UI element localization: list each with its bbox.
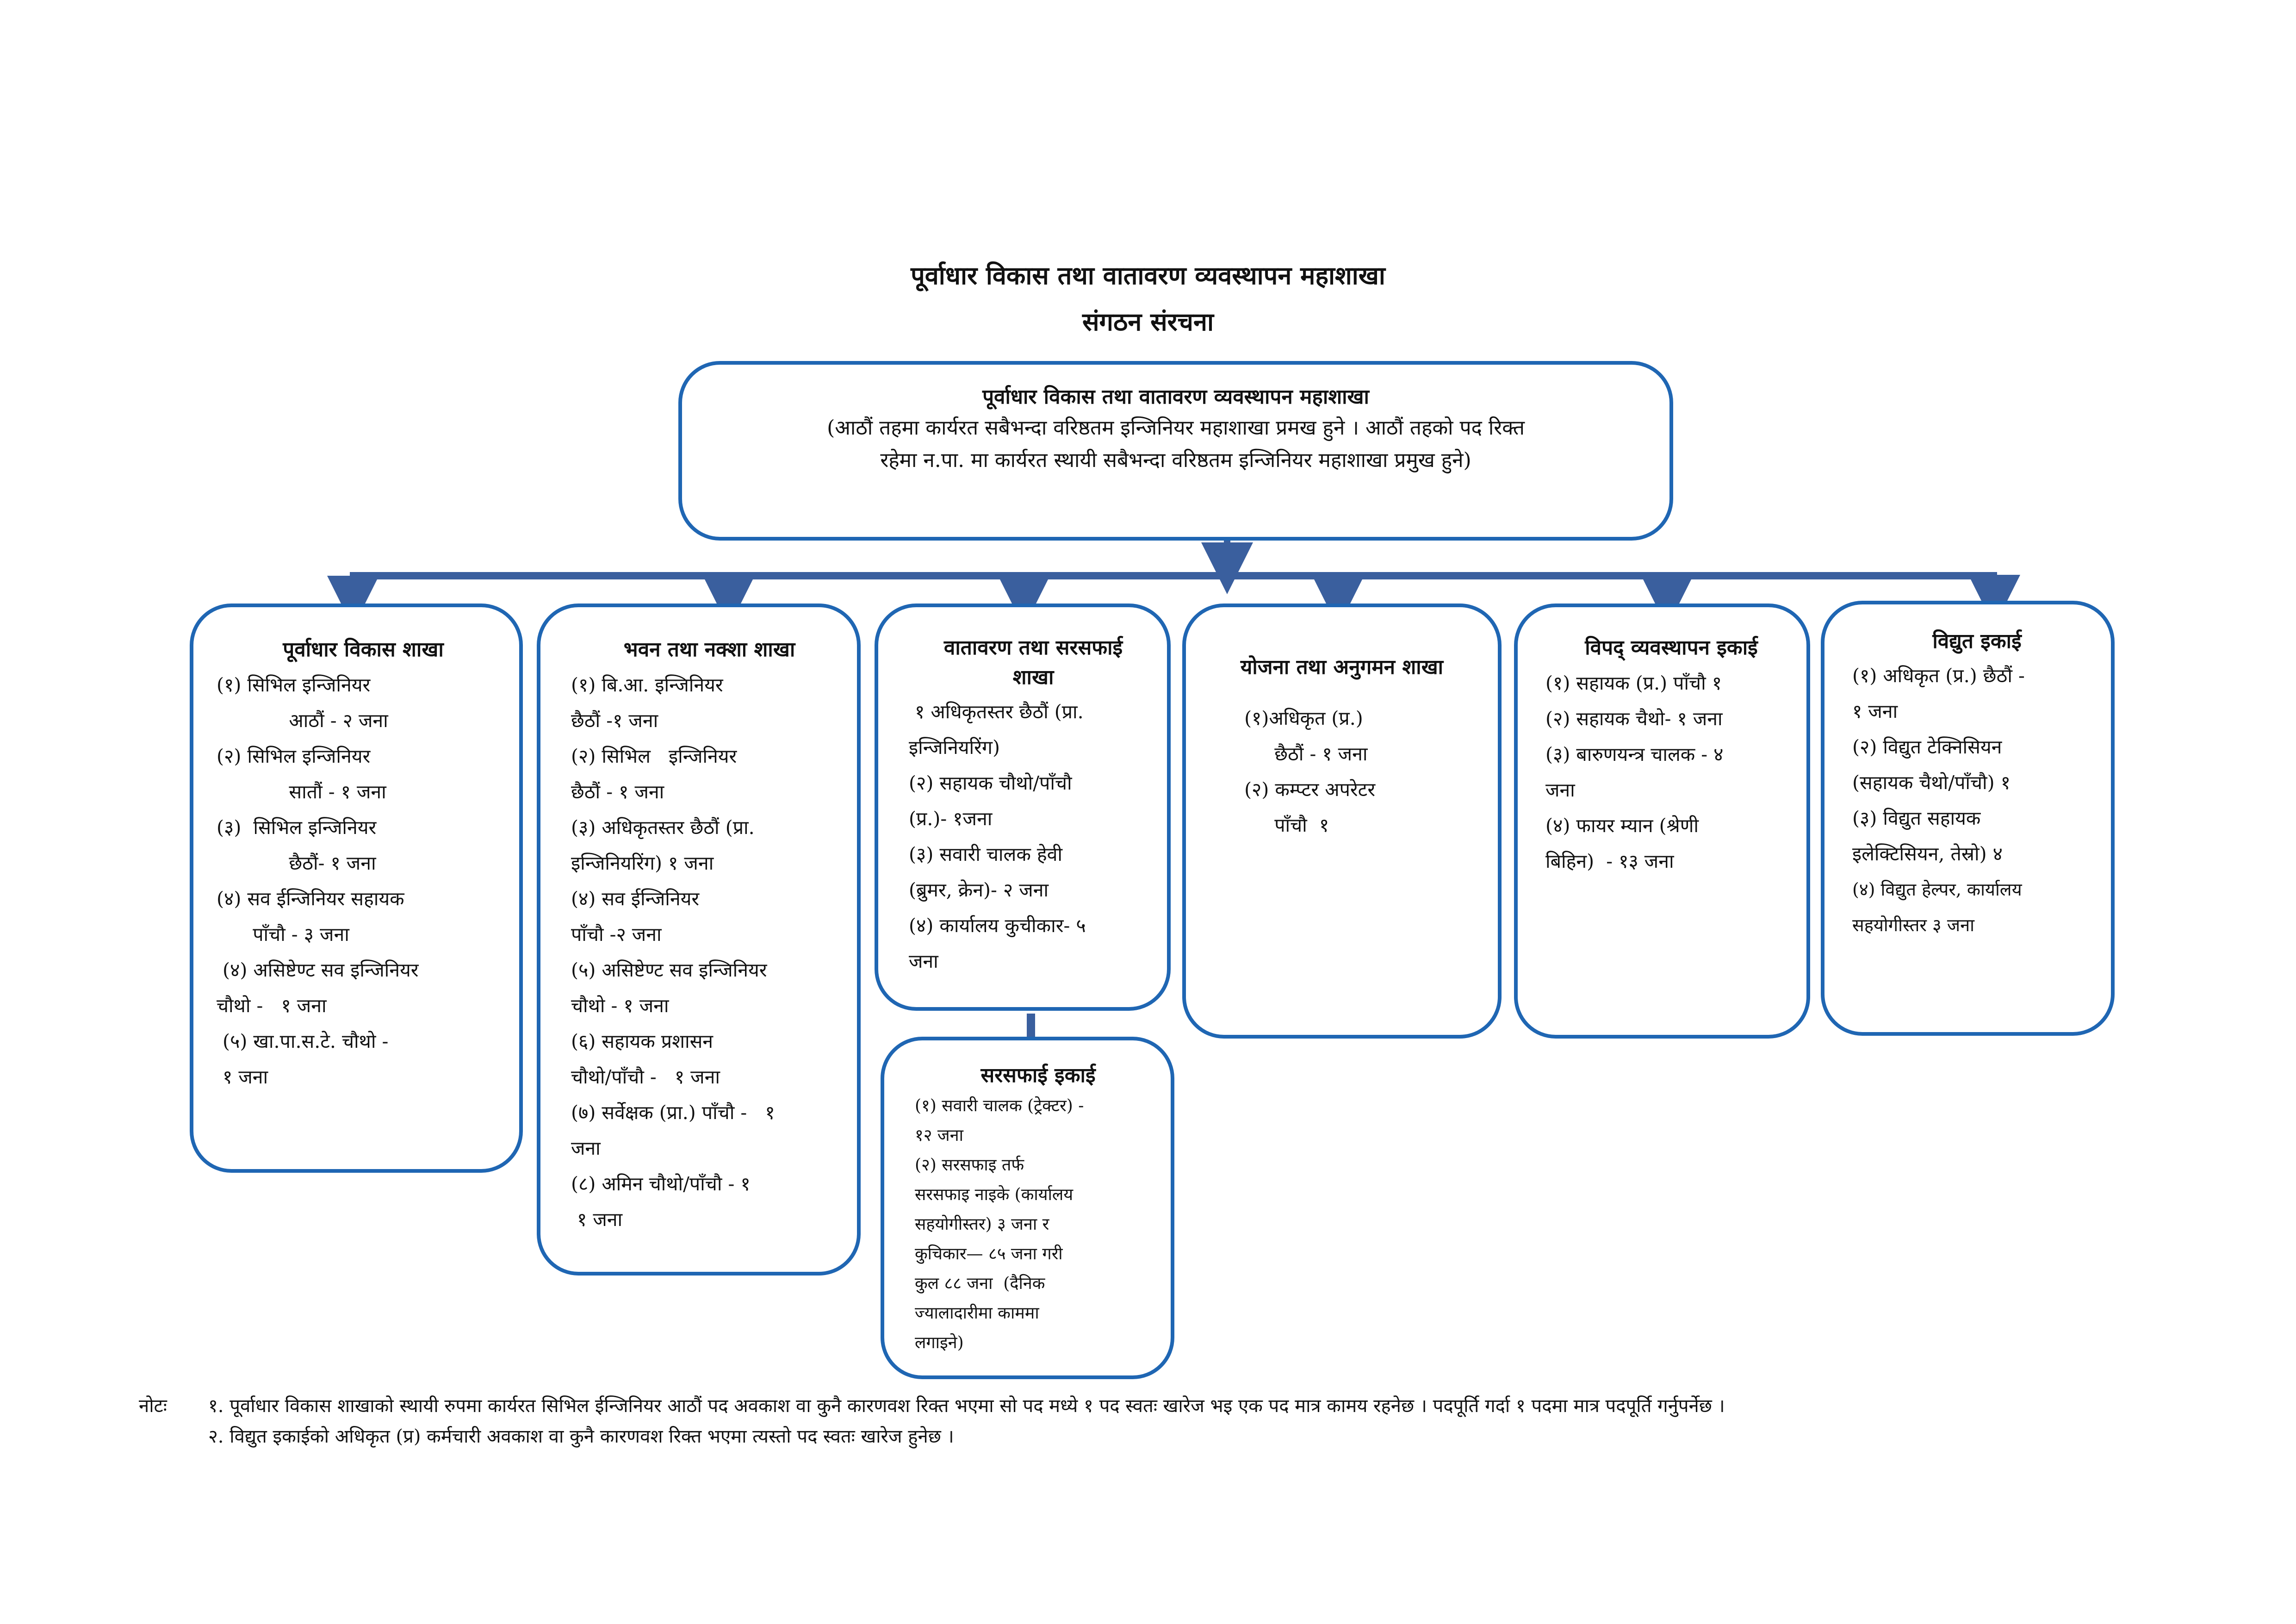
staff-line: पाँचौ - ३ जना [217,923,349,946]
staff-line: छैठौं - १ जना [1232,743,1368,765]
staff-line: (८) अमिन चौथो/पाँचौ - १ [571,1173,751,1195]
branch-box-disaster: विपद् व्यवस्थापन इकाई (१) सहायक (प्र.) प… [1514,604,1810,1039]
staff-line: चौथो - १ जना [217,995,327,1017]
staff-line: (१) सहायक (प्र.) पाँचौ १ [1545,672,1722,694]
staff-line: कुचिकार— ८५ जना गरी [915,1244,1063,1263]
staff-line: (१)अधिकृत (प्र.) [1232,707,1363,729]
staff-line: इन्जिनियरिंग) १ जना [571,852,714,874]
note-item-1: १. पूर्वाधार विकास शाखाको स्थायी रुपमा क… [208,1395,1725,1417]
staff-line: १ जना [1852,700,1898,722]
staff-line: (२) विद्युत टेक्निसियन [1852,736,2002,758]
note-item-2: २. विद्युत इकाईको अधिकृत (प्र) कर्मचारी … [208,1426,954,1447]
staff-line: (२) सहायक चैथो- १ जना [1545,708,1723,730]
staff-line: (१) सवारी चालक (ट्रेक्टर) - [915,1096,1084,1115]
staff-line: जना [909,950,938,972]
staff-line: १ जना [217,1066,268,1088]
top-box-desc-line-1: (आठौं तहमा कार्यरत सबैभन्दा वरिष्ठतम इन्… [827,416,1525,440]
staff-line: छैठौं -१ जना [571,709,658,732]
staff-line: चौथो/पाँचौ - १ जना [571,1066,720,1088]
notes-label: नोटः [139,1395,167,1417]
staff-line: (४) सव ईन्जिनियर [571,888,700,910]
branch-box-infrastructure: पूर्वाधार विकास शाखा (१) सिभिल इन्जिनियर… [190,604,523,1173]
top-box-heading: पूर्वाधार विकास तथा वातावरण व्यवस्थापन म… [982,385,1369,409]
staff-line: १२ जना [915,1126,963,1145]
page-subtitle: संगठन संरचना [1082,307,1214,336]
staff-line: छैठौं- १ जना [217,852,376,874]
branch-heading: विद्युत इकाई [1932,629,2022,653]
staff-line: (सहायक चैथो/पाँचौ) १ [1852,772,2011,794]
staff-line: (२) सहायक चौथो/पाँचौ [909,772,1072,794]
staff-line: आठौं - २ जना [217,709,388,732]
staff-line: पाँचौ १ [1232,814,1329,836]
branch-heading: विपद् व्यवस्थापन इकाई [1585,636,1758,660]
staff-line: (५) असिष्टेण्ट सव इन्जिनियर [571,959,767,981]
staff-line: छैठौं - १ जना [571,781,664,803]
staff-line: (७) सर्वेक्षक (प्रा.) पाँचौ - १ [571,1101,775,1124]
staff-line: बिहिन) - १३ जना [1545,850,1674,872]
branch-heading-line-2: शाखा [1012,666,1054,689]
branch-heading: वातावरण तथा सरसफाई [943,636,1123,660]
staff-line: (१) सिभिल इन्जिनियर [217,674,371,696]
staff-line: सरसफाइ नाइके (कार्यालय [915,1185,1074,1204]
staff-line: जना [1545,779,1575,801]
branch-heading: पूर्वाधार विकास शाखा [283,638,444,661]
staff-line: (प्र.)- १जना [909,808,993,830]
staff-line: (३) अधिकृतस्तर छैठौं (प्रा. [571,816,755,839]
staff-line: सहयोगीस्तर ३ जना [1852,915,1975,935]
staff-line: (२) सरसफाइ तर्फ [915,1156,1024,1175]
branch-box-planning: योजना तथा अनुगमन शाखा (१)अधिकृत (प्र.) छ… [1182,604,1502,1039]
staff-line: (ब्रुमर, क्रेन)- २ जना [909,879,1049,901]
staff-line: (४) सव ईन्जिनियर सहायक [217,888,404,910]
sub-unit-box-sanitation: सरसफाई इकाई (१) सवारी चालक (ट्रेक्टर) - … [881,1037,1174,1379]
page-title: पूर्वाधार विकास तथा वातावरण व्यवस्थापन म… [911,261,1385,290]
staff-line: (२) सिभिल इन्जिनियर [571,745,737,767]
staff-line: कुल ८८ जना (दैनिक [915,1274,1045,1293]
staff-line: (४) फायर म्यान (श्रेणी [1545,815,1699,837]
staff-line: सहयोगीस्तर) ३ जना र [915,1215,1049,1234]
staff-line: (४) असिष्टेण्ट सव इन्जिनियर [217,959,419,981]
staff-line: (४) कार्यालय कुचीकार- ५ [909,915,1086,937]
staff-line: पाँचौ -२ जना [571,923,662,946]
staff-line: (६) सहायक प्रशासन [571,1030,714,1052]
top-box-division: पूर्वाधार विकास तथा वातावरण व्यवस्थापन म… [678,361,1673,541]
branch-heading: योजना तथा अनुगमन शाखा [1240,655,1444,679]
staff-line: (३) सवारी चालक हेवी [909,843,1063,865]
staff-line: (१) बि.आ. इन्जिनियर [571,674,723,696]
staff-line: लगाइने) [915,1333,964,1352]
staff-line: (४) विद्युत हेल्पर, कार्यालय [1852,879,2022,900]
staff-line: १ जना [571,1208,623,1231]
staff-line: इन्जिनियरिंग) [909,736,1000,759]
staff-line: सातौं - १ जना [217,781,386,803]
branch-box-electricity: विद्युत इकाई (१) अधिकृत (प्र.) छैठौं - १… [1821,601,2115,1036]
top-box-desc-line-2: रहेमा न.पा. मा कार्यरत स्थायी सबैभन्दा व… [880,448,1471,472]
sub-unit-heading: सरसफाई इकाई [980,1064,1096,1087]
staff-line: जना [571,1137,601,1159]
staff-line: (२) सिभिल इन्जिनियर [217,745,371,767]
branch-box-building: भवन तथा नक्शा शाखा (१) बि.आ. इन्जिनियर छ… [537,604,861,1276]
staff-line: (३) सिभिल इन्जिनियर [217,816,377,839]
branch-heading: भवन तथा नक्शा शाखा [623,638,795,661]
staff-line: (५) खा.पा.स.टे. चौथो - [217,1030,389,1052]
staff-line: इलेक्टिसियन, तेस्रो) ४ [1852,843,2003,865]
branch-box-environment: वातावरण तथा सरसफाई शाखा १ अधिकृतस्तर छैठ… [875,604,1171,1011]
staff-line: (३) बारुणयन्त्र चालक - ४ [1545,743,1724,765]
staff-line: (२) कम्प्टर अपरेटर [1232,778,1376,801]
staff-line: १ अधिकृतस्तर छैठौं (प्रा. [909,701,1084,723]
staff-line: ज्यालादारीमा काममा [915,1304,1039,1323]
staff-line: (३) विद्युत सहायक [1852,807,1981,829]
staff-line: चौथो - १ जना [571,995,669,1017]
staff-line: (१) अधिकृत (प्र.) छैठौं - [1852,665,2025,687]
